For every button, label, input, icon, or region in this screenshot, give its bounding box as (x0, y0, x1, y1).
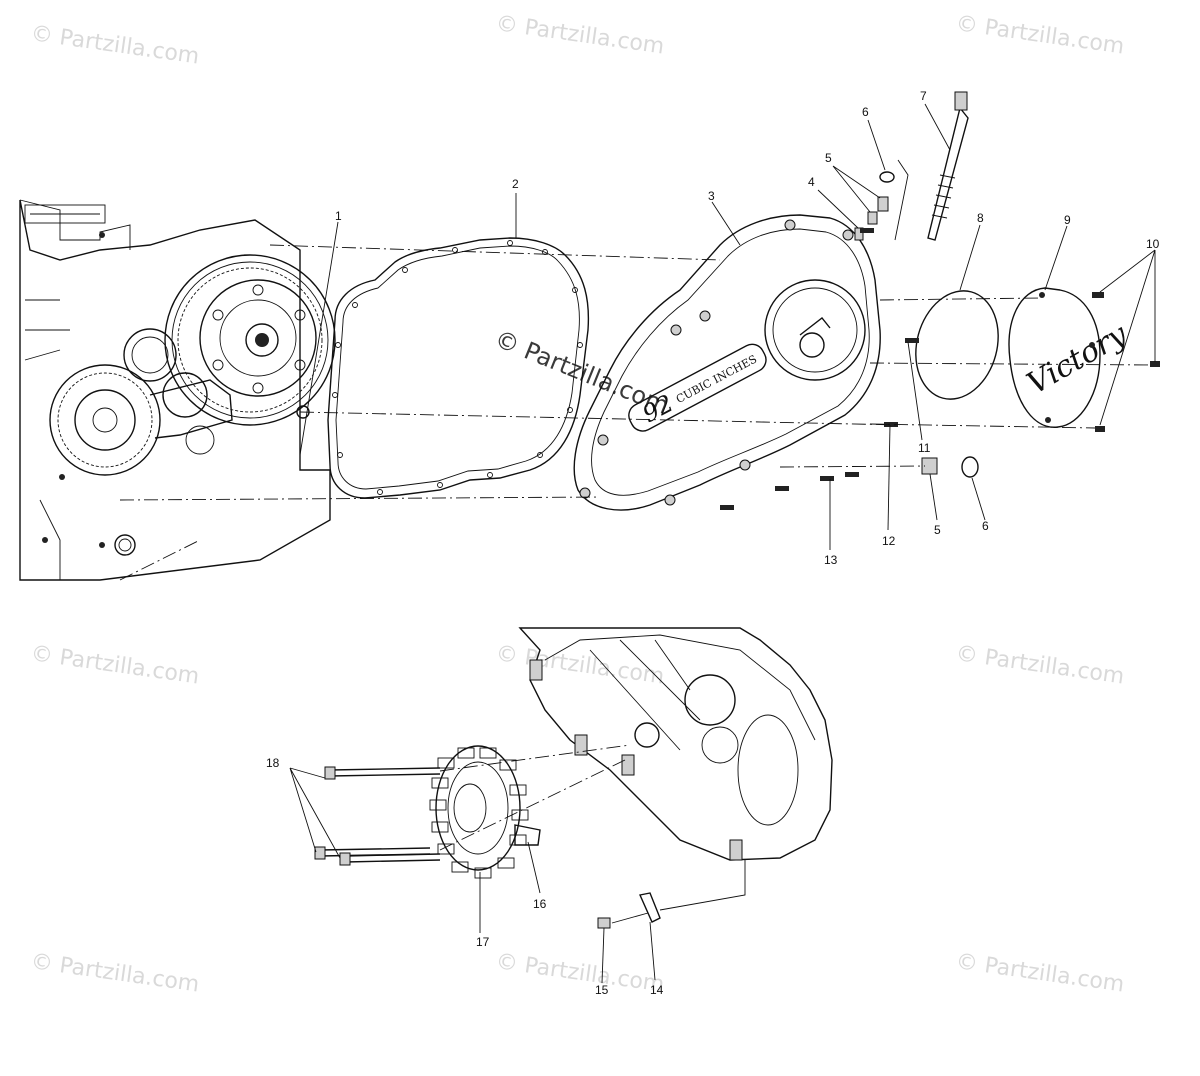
compensator-sprocket (49, 364, 233, 476)
callout-12: 12 (882, 534, 896, 548)
callout-labels: 1 2 3 4 5 6 7 8 9 10 11 12 5 6 13 18 16 … (266, 89, 1160, 997)
callout-6-top: 6 (862, 105, 869, 119)
callout-15: 15 (595, 983, 609, 997)
adjuster-hardware-top (854, 159, 909, 241)
callout-13: 13 (824, 553, 838, 567)
watermark-mid-right: © Partzilla.com (954, 641, 1126, 689)
derby-cover-o-ring (915, 290, 999, 400)
callout-5-top: 5 (825, 151, 832, 165)
watermarks: © Partzilla.com © Partzilla.com © Partzi… (29, 11, 1126, 997)
callout-17: 17 (476, 935, 490, 949)
dowel-pin-lower (921, 457, 938, 475)
badge-text: CUBIC INCHES (674, 352, 759, 406)
callout-10: 10 (1146, 237, 1160, 251)
callout-9: 9 (1064, 213, 1071, 227)
callout-11: 11 (918, 441, 931, 455)
watermark-bottom-left: © Partzilla.com (29, 949, 201, 997)
clutch-adjuster-shaft (927, 91, 969, 241)
watermark-mid-center: © Partzilla.com (494, 641, 666, 689)
cover-bosses (579, 219, 854, 506)
callout-18: 18 (266, 756, 280, 770)
callout-1: 1 (335, 209, 342, 223)
engine-crankcase (19, 199, 331, 581)
watermark-top-right: © Partzilla.com (954, 11, 1126, 59)
watermark-top-center: © Partzilla.com (494, 11, 666, 59)
watermark-mid-left: © Partzilla.com (29, 641, 201, 689)
washer-lower (961, 456, 979, 478)
stator-bolts (314, 744, 631, 866)
callout-7: 7 (920, 89, 927, 103)
watermark-bottom-center: © Partzilla.com (494, 949, 666, 997)
callout-14: 14 (650, 983, 664, 997)
stator-poles (429, 747, 529, 879)
watermark-top-left: © Partzilla.com (29, 21, 201, 69)
clamp-screw (597, 917, 611, 929)
callout-16: 16 (533, 897, 547, 911)
stator (429, 745, 541, 879)
primary-cover: 92 CUBIC INCHES (573, 214, 881, 511)
callout-2: 2 (512, 177, 519, 191)
callout-4: 4 (808, 175, 815, 189)
watermark-bottom-right: © Partzilla.com (954, 949, 1126, 997)
primary-clutch-assembly (164, 254, 336, 426)
leader-lines (289, 103, 1156, 984)
cover-screws (720, 228, 1160, 510)
callout-6-bottom: 6 (982, 519, 989, 533)
derby-cover: Victory (1008, 287, 1134, 428)
primary-cover-gasket (327, 237, 590, 499)
callout-3: 3 (708, 189, 715, 203)
callout-5-bottom: 5 (934, 523, 941, 537)
victory-logo: Victory (1021, 316, 1134, 401)
gasket-bolt-holes (332, 240, 583, 495)
callout-8: 8 (977, 211, 984, 225)
clutch-bolts (212, 284, 306, 394)
wire-clamp (639, 892, 661, 923)
alignment-lines (119, 244, 1151, 581)
